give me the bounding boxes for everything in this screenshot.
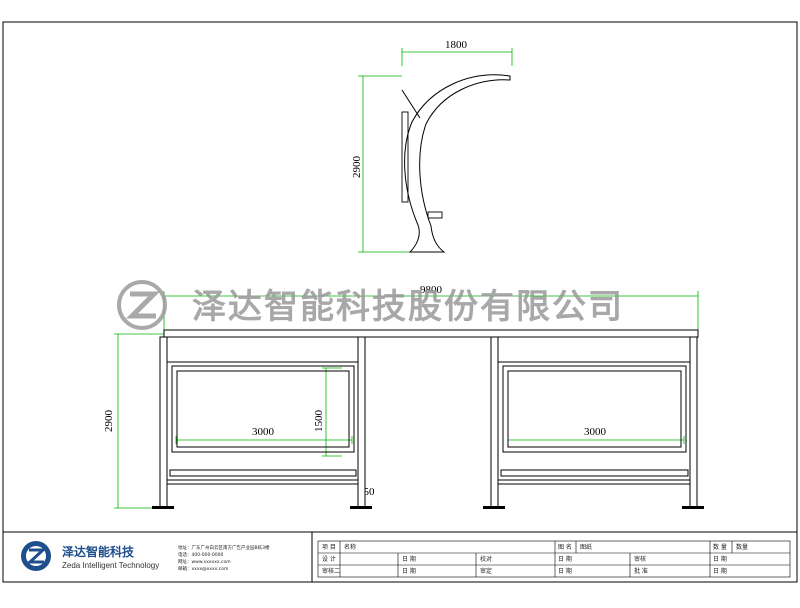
side-width-dim: 1800: [445, 39, 468, 51]
tb-r3-c5: 批 准: [634, 567, 648, 575]
tb-r1-c3: 图 名: [558, 543, 572, 551]
post-2: [357, 336, 366, 508]
tb-r1-c1: 项 目: [322, 544, 336, 551]
tb-r3-c3: 审定: [480, 567, 492, 575]
tb-r3-c6: 日 期: [713, 567, 727, 575]
tb-r1-c4: 图纸: [580, 543, 592, 551]
left-bench: [169, 469, 357, 477]
tb-r2-c6: 日 期: [713, 555, 727, 563]
front-height-dim: 2900: [103, 410, 115, 433]
side-view: 1800 2900: [351, 39, 513, 253]
foot-4: [682, 506, 704, 509]
right-panel-width-dim: 3000: [584, 426, 607, 438]
front-view: 9800 2900 1500 3000 3000 150: [103, 284, 704, 509]
side-bench: [427, 211, 443, 219]
tb-r3-c4: 日 期: [558, 567, 572, 575]
watermark-company-text: 泽达智能科技股份有限公司: [192, 287, 624, 327]
shelter-curved-frame: [404, 74, 511, 253]
tb-r3-c2: 日 期: [402, 567, 416, 575]
tb-r2-c2: 日 期: [402, 555, 416, 563]
tb-r3-c1: 审核二: [322, 567, 340, 575]
front-total-width-dim: 9800: [420, 284, 443, 296]
tb-r1-c2: 名称: [344, 543, 356, 551]
tb-r1-c5: 数 量: [713, 543, 727, 551]
contact-line-1: 地址：广东广州白云区南方广告产业园B栋3楼: [178, 544, 270, 551]
panel-height-dim: 1500: [313, 410, 325, 433]
foot-2: [350, 506, 372, 509]
left-panel-width-dim: 3000: [252, 426, 275, 438]
right-bench: [500, 469, 689, 477]
contact-line-4: 邮箱：xxxx@xxxx.com: [178, 565, 228, 572]
tb-r1-c6: 数量: [736, 543, 748, 551]
canopy-support: [401, 89, 421, 119]
left-ad-panel-frame: [171, 365, 355, 453]
tb-r2-c3: 校对: [480, 555, 492, 563]
post-3: [490, 336, 499, 508]
post-1: [159, 336, 168, 508]
side-height-dim: 2900: [351, 156, 363, 179]
sheet-border: [2, 21, 798, 583]
post-4: [689, 336, 698, 508]
right-ad-panel-inner: [507, 370, 682, 448]
logo-cn: 泽达智能科技: [62, 544, 135, 559]
foot-3: [483, 506, 505, 509]
watermark-logo-icon: [117, 280, 167, 330]
tb-r2-c5: 审核: [634, 555, 646, 563]
title-block: 泽达智能科技 Zeda Intelligent Technology 地址：广东…: [3, 531, 797, 582]
logo-en: Zeda Intelligent Technology: [62, 561, 159, 570]
foot-1: [152, 506, 174, 509]
contact-line-2: 电话：400-000-0000: [178, 551, 224, 558]
tb-r2-c1: 设 计: [322, 555, 336, 563]
watermark: 泽达智能科技股份有限公司: [117, 280, 624, 330]
tb-r2-c4: 日 期: [558, 555, 572, 563]
title-logo-icon: [21, 541, 51, 571]
roof-beam: [163, 329, 699, 338]
left-ad-panel-inner: [176, 370, 350, 448]
contact-line-3: 网址：www.xxxxxx.com: [178, 558, 231, 565]
right-ad-panel-frame: [502, 365, 687, 453]
side-panel: [401, 111, 409, 203]
